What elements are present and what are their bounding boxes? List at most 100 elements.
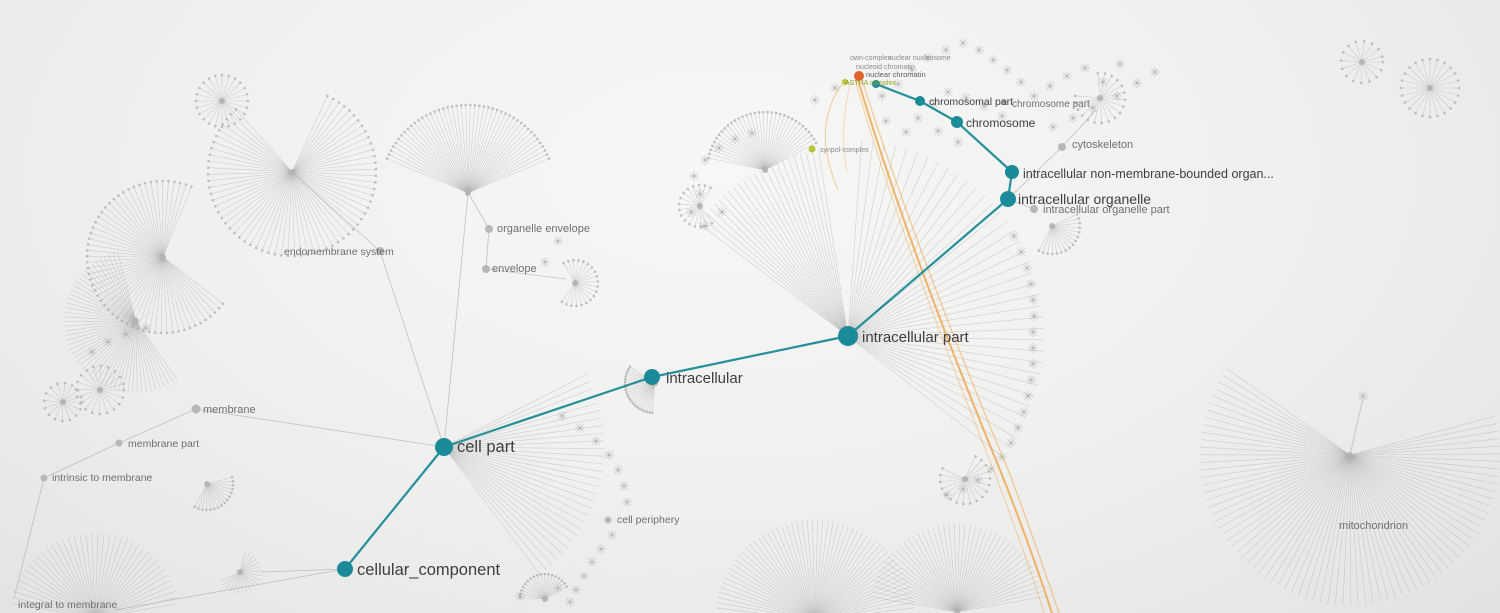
term-label[interactable]: envelope (492, 263, 537, 275)
graph-node-gray[interactable] (191, 404, 201, 414)
term-label[interactable]: nucleoid chromatin (856, 64, 915, 71)
star-node[interactable] (596, 544, 606, 554)
graph-node-gray[interactable] (115, 439, 123, 447)
term-label[interactable]: cellular_component (357, 561, 501, 579)
fan-center-node[interactable] (97, 387, 103, 393)
star-node[interactable] (622, 497, 632, 507)
star-node[interactable] (941, 45, 951, 55)
term-label[interactable]: endomembrane system (284, 246, 394, 258)
graph-node-gray[interactable] (485, 225, 493, 233)
term-label[interactable]: membrane (203, 404, 256, 416)
graph-node-intracellular[interactable] (644, 369, 660, 385)
star-node[interactable] (553, 236, 563, 246)
star-node[interactable] (613, 465, 623, 475)
fan-center-node[interactable] (133, 318, 139, 324)
term-label[interactable]: organelle envelope (497, 223, 590, 235)
star-node[interactable] (686, 207, 696, 217)
graph-node-chromosomal-part[interactable] (915, 96, 925, 106)
star-node[interactable] (1029, 91, 1039, 101)
graph-node-intracellular-non-membrane-bounded-organelle[interactable] (1005, 165, 1019, 179)
fan-center-node[interactable] (1049, 223, 1055, 229)
star-node[interactable] (810, 95, 820, 105)
star-node[interactable] (1132, 78, 1142, 88)
fan-center-node[interactable] (1427, 85, 1433, 91)
star-node[interactable] (958, 38, 968, 48)
graph-node-gray[interactable] (376, 247, 384, 255)
star-node[interactable] (1029, 311, 1039, 321)
fan-center-node[interactable] (1097, 95, 1103, 101)
term-label[interactable]: chromosome part (1012, 99, 1090, 110)
star-node[interactable] (699, 221, 709, 231)
graph-node-gray[interactable] (1058, 143, 1066, 151)
term-label[interactable]: membrane part (128, 438, 199, 450)
fan-center-node[interactable] (1359, 59, 1365, 65)
star-node[interactable] (575, 423, 585, 433)
fan-center-node[interactable] (697, 203, 703, 209)
star-node[interactable] (1080, 63, 1090, 73)
star-node[interactable] (747, 128, 757, 138)
graph-node-gray[interactable] (40, 474, 48, 482)
star-node[interactable] (907, 65, 917, 75)
star-node[interactable] (893, 79, 903, 89)
star-node[interactable] (923, 53, 933, 63)
term-label[interactable]: integral to membrane (18, 599, 117, 611)
star-node[interactable] (973, 475, 983, 485)
term-label[interactable]: intrinsic to membrane (52, 472, 153, 484)
star-node[interactable] (901, 127, 911, 137)
term-label[interactable]: cell periphery (617, 514, 680, 526)
star-node[interactable] (986, 464, 996, 474)
star-node[interactable] (997, 111, 1007, 121)
synpol-complex-node[interactable] (808, 145, 816, 153)
star-node[interactable] (591, 436, 601, 446)
star-node[interactable] (1150, 67, 1160, 77)
term-label[interactable]: intracellular (666, 370, 743, 387)
star-node[interactable] (607, 530, 617, 540)
star-node[interactable] (579, 571, 589, 581)
graph-node-gray[interactable] (482, 265, 490, 273)
nuclear-chromatin-node[interactable] (854, 71, 864, 81)
star-node[interactable] (730, 134, 740, 144)
star-node[interactable] (540, 257, 550, 267)
fan-center-node[interactable] (60, 399, 66, 405)
term-label[interactable]: cell part (457, 438, 515, 456)
star-node[interactable] (141, 323, 151, 333)
star-node[interactable] (714, 143, 724, 153)
star-node[interactable] (717, 207, 727, 217)
star-node[interactable] (1023, 391, 1033, 401)
star-node[interactable] (1022, 263, 1032, 273)
star-node[interactable] (881, 116, 891, 126)
star-node[interactable] (604, 450, 614, 460)
star-node[interactable] (830, 83, 840, 93)
star-node[interactable] (1088, 103, 1098, 113)
star-node[interactable] (877, 91, 887, 101)
star-node[interactable] (557, 411, 567, 421)
graph-node-cell-part[interactable] (435, 438, 453, 456)
fan-center-node[interactable] (762, 167, 768, 173)
term-label[interactable]: intracellular non-membrane-bounded organ… (1023, 167, 1274, 181)
fan-center-node[interactable] (219, 98, 225, 104)
star-node[interactable] (565, 597, 575, 607)
star-node[interactable] (953, 137, 963, 147)
graph-node-cellular-component[interactable] (337, 561, 353, 577)
star-node[interactable] (913, 113, 923, 123)
star-node[interactable] (571, 585, 581, 595)
graph-node-gray[interactable] (1001, 99, 1007, 105)
term-label[interactable]: intracellular organelle (1018, 191, 1151, 207)
term-label[interactable]: intracellular part (862, 329, 970, 346)
star-node[interactable] (515, 591, 525, 601)
fan-center-node[interactable] (204, 481, 210, 487)
fan-center-node[interactable] (954, 609, 960, 613)
star-node[interactable] (619, 481, 629, 491)
star-node[interactable] (1028, 359, 1038, 369)
star-node[interactable] (942, 490, 952, 500)
fan-center-node[interactable] (572, 280, 578, 286)
term-label[interactable]: ASTRA complex (845, 80, 896, 87)
term-label[interactable]: chromosome (966, 116, 1036, 130)
term-label[interactable]: intracellular organelle part (1043, 204, 1170, 216)
star-node[interactable] (1013, 423, 1023, 433)
star-node[interactable] (1028, 327, 1038, 337)
star-node[interactable] (1115, 59, 1125, 69)
star-node[interactable] (997, 452, 1007, 462)
star-node[interactable] (1098, 77, 1108, 87)
graph-node-gray[interactable] (604, 516, 612, 524)
